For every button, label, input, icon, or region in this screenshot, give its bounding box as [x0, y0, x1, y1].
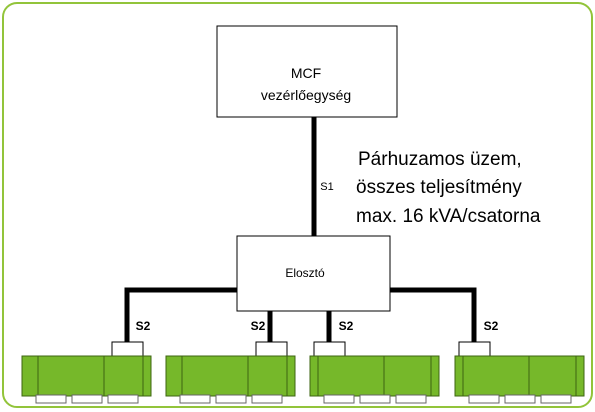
controller-label-line1: MCF	[291, 65, 321, 81]
controller-label-line2: vezérlőegység	[261, 87, 351, 103]
distributor-label: Elosztó	[285, 266, 325, 280]
module-body	[21, 355, 152, 397]
module-body	[165, 355, 296, 397]
cable-s1-label: S1	[320, 181, 333, 193]
output-module	[165, 341, 296, 404]
operation-note-line2: összes teljesítmény	[356, 177, 522, 198]
module-body	[454, 355, 585, 397]
cable-s2-label: S2	[484, 319, 499, 333]
output-module	[309, 341, 440, 404]
operation-note-line1: Párhuzamos üzem,	[358, 149, 522, 170]
branch-cables	[124, 287, 477, 342]
cable-s2-label: S2	[339, 319, 354, 333]
output-module	[454, 341, 585, 404]
output-module	[21, 341, 152, 404]
controller-box	[216, 25, 398, 118]
operation-note-line3: max. 16 kVA/csatorna	[356, 206, 541, 227]
cable-s2-1	[124, 287, 237, 342]
module-body	[309, 355, 440, 397]
distributor-box	[236, 235, 391, 312]
cable-s2-label: S2	[251, 319, 266, 333]
cable-s2-label: S2	[136, 319, 151, 333]
diagram-frame	[2, 2, 593, 408]
cable-s2-4	[390, 287, 477, 342]
